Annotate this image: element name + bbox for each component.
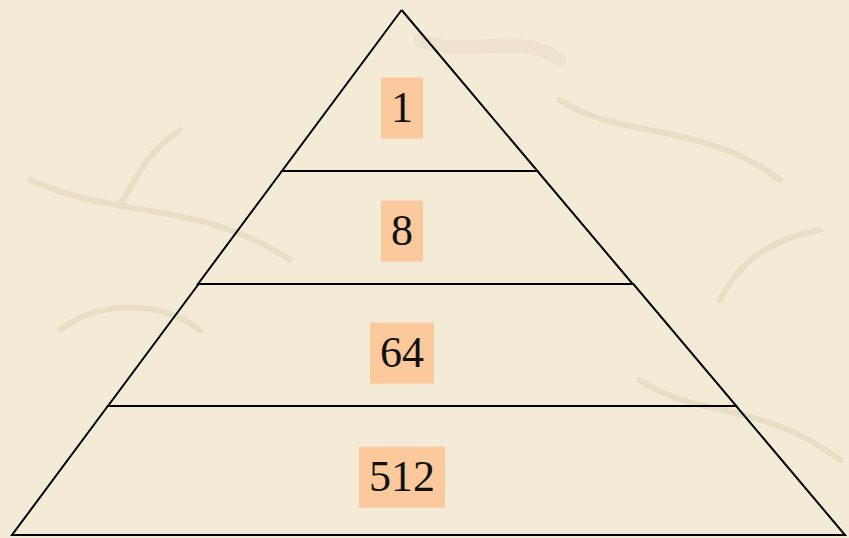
value-tag: 8 xyxy=(381,201,423,262)
band-number: 1 xyxy=(381,78,423,139)
pyramid-band: 64 xyxy=(108,284,736,406)
branch xyxy=(30,180,290,260)
band-number: 64 xyxy=(370,323,434,384)
value-tag: 512 xyxy=(359,447,445,508)
band-number: 8 xyxy=(381,201,423,262)
value-tag: 64 xyxy=(370,323,434,384)
band-border xyxy=(12,406,845,535)
band-border xyxy=(198,171,633,284)
pyramid-band: 8 xyxy=(198,171,633,284)
band-border xyxy=(282,10,537,171)
band-border xyxy=(108,284,736,406)
branch xyxy=(120,130,180,205)
pyramid-band: 512 xyxy=(12,406,845,535)
branch xyxy=(560,100,780,180)
pyramid-band: 1 xyxy=(282,10,537,171)
value-tag: 1 xyxy=(381,78,423,139)
band-number: 512 xyxy=(359,447,445,508)
branch xyxy=(640,380,840,460)
branch xyxy=(720,230,820,300)
